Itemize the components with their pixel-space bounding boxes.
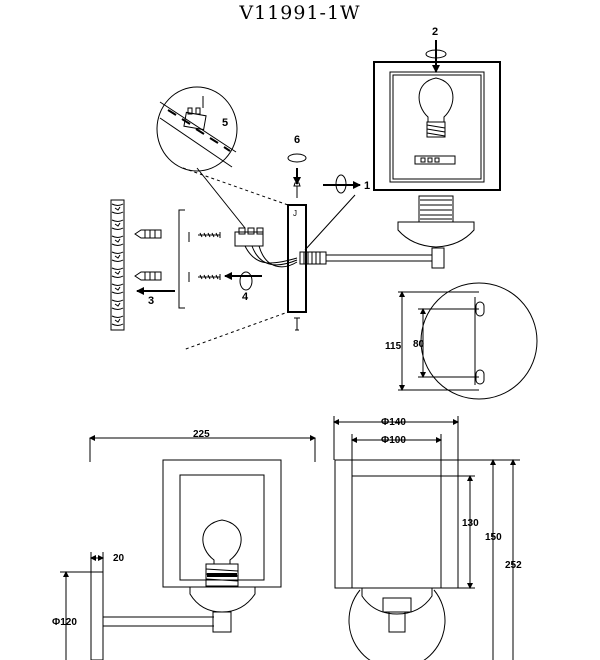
shade-exploded — [373, 61, 501, 191]
dim-150: 150 — [485, 532, 502, 543]
terminal-block — [234, 227, 264, 247]
backplate-detail — [398, 282, 538, 400]
bulb-side-view — [202, 519, 242, 587]
holder-side-view — [189, 586, 256, 613]
step-4-rotation-icon — [239, 271, 253, 291]
projection-outline — [182, 167, 289, 351]
bulb-exploded — [414, 77, 456, 165]
lamp-arm — [299, 247, 445, 269]
wall-plate-side-view — [90, 571, 104, 660]
step-6-rotation-icon — [287, 153, 307, 163]
step-5-label: 5 — [222, 117, 228, 129]
dim-252: 252 — [505, 560, 522, 571]
terminal-detail-zoom — [156, 86, 246, 229]
dim-20: 20 — [113, 553, 125, 564]
wall-plug-upper — [134, 229, 162, 239]
step-4-label: 4 — [242, 291, 249, 303]
top-screw — [293, 182, 301, 198]
wall-plug-lower — [134, 271, 162, 281]
wall-plate — [287, 204, 307, 313]
step-1-rotation-icon — [335, 174, 347, 194]
dim-115: 115 — [385, 341, 402, 352]
dim-phi120: Φ120 — [52, 617, 77, 628]
shade-side-view — [162, 459, 282, 588]
lamp-holder — [397, 195, 475, 248]
svg-text:J: J — [293, 209, 297, 218]
step-3-label: 3 — [148, 295, 154, 307]
screw-upper — [198, 232, 221, 238]
bottom-screw — [294, 317, 300, 331]
dim-phi100: Φ100 — [381, 435, 406, 446]
step-2-label: 2 — [432, 26, 438, 38]
backplate-front-view — [348, 589, 446, 660]
dimension-225 — [89, 435, 316, 462]
model-title: V11991-1W — [239, 2, 361, 24]
screw-lower — [198, 274, 221, 280]
step-1-label: 1 — [364, 180, 370, 192]
mounting-bracket — [178, 209, 185, 309]
step-6-label: 6 — [294, 134, 300, 146]
wires — [244, 245, 298, 268]
dim-80: 80 — [413, 339, 425, 350]
shade-front-view — [334, 459, 459, 589]
dim-225: 225 — [193, 429, 210, 440]
dim-130: 130 — [462, 518, 479, 529]
wall-texture — [110, 199, 125, 331]
dim-phi140: Φ140 — [381, 417, 406, 428]
